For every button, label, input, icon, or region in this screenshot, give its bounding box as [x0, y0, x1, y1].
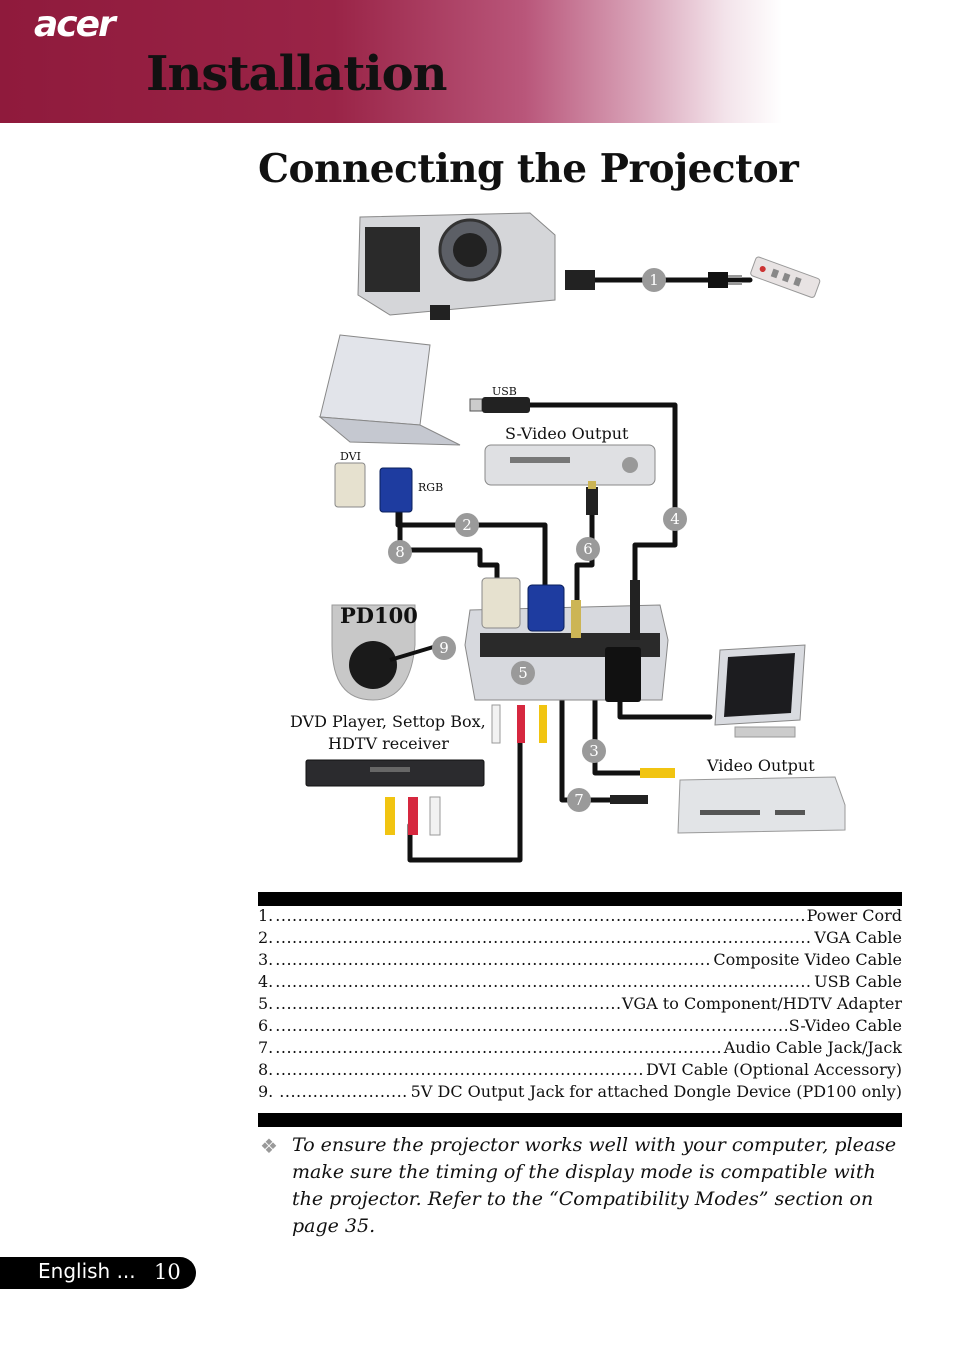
list-item: 9.5V DC Output Jack for attached Dongle …: [258, 1082, 902, 1104]
svideo-cable-line: [574, 502, 595, 603]
projector-image: [357, 212, 556, 320]
header-banner: acer Installation: [0, 0, 954, 123]
list-top-divider: [258, 892, 902, 906]
power-plug-image: [565, 270, 742, 290]
list-item: 1.Power Cord: [258, 906, 902, 928]
callout-6: 6: [583, 540, 593, 558]
callout-8: 8: [395, 543, 405, 561]
dvi-plug-image: [334, 462, 366, 508]
callout-3: 3: [589, 742, 599, 760]
callout-5: 5: [518, 664, 528, 682]
svideo-plug-image: [586, 481, 598, 515]
component-cable-line: [407, 732, 523, 863]
note-text: To ensure the projector works well with …: [292, 1134, 897, 1237]
callout-2: 2: [462, 516, 472, 534]
laptop-image: [318, 334, 461, 446]
page-title: Connecting the Projector: [258, 146, 799, 192]
list-item: 3.Composite Video Cable: [258, 950, 902, 972]
callout-4: 4: [670, 510, 680, 528]
monitor-image: [714, 644, 806, 738]
projector-rear-image: [464, 577, 669, 702]
callout-7: 7: [574, 791, 584, 809]
svideo-device-image: [484, 444, 656, 486]
audio-cable-line: [559, 652, 618, 803]
list-item: 8.DVI Cable (Optional Accessory): [258, 1060, 902, 1082]
svideo-output-label: S-Video Output: [505, 424, 629, 443]
list-item: 4.USB Cable: [258, 972, 902, 994]
usb-plug-image: [469, 397, 530, 413]
pd100-label: PD100: [340, 603, 418, 628]
rgb-plug-image: [379, 467, 413, 513]
list-item: 2.VGA Cable: [258, 928, 902, 950]
composite-plug-image: [640, 768, 675, 778]
power-strip-image: [750, 256, 821, 298]
page-footer: English ... 10: [0, 1257, 196, 1289]
dvi-cable-line: [397, 502, 500, 588]
diamond-bullet-icon: ❖: [260, 1134, 278, 1158]
video-device-image: [677, 776, 846, 834]
list-bottom-divider: [258, 1113, 902, 1127]
list-item: 6.S-Video Cable: [258, 1016, 902, 1038]
callout-1: 1: [649, 271, 659, 289]
cable-list: 1.Power Cord 2.VGA Cable 3.Composite Vid…: [258, 906, 902, 1104]
dvd-player-image: [305, 759, 485, 787]
page-number: 10: [154, 1260, 181, 1284]
dvd-rca-plugs-image: [385, 796, 441, 836]
dvd-label: DVD Player, Settop Box,: [290, 712, 486, 731]
hdtv-label: HDTV receiver: [328, 734, 449, 753]
list-item: 7.Audio Cable Jack/Jack: [258, 1038, 902, 1060]
connection-diagram: PD100 USB S-Video Output DVI RGB DVD Pla…: [290, 212, 846, 863]
dvi-label: DVI: [340, 450, 361, 463]
video-output-label: Video Output: [706, 756, 815, 775]
pd100-dongle-image: [331, 604, 441, 701]
footer-language: English ...: [38, 1259, 136, 1283]
usb-label: USB: [492, 385, 517, 398]
rgb-label: RGB: [418, 481, 443, 494]
list-item: 5.VGA to Component/HDTV Adapter: [258, 994, 902, 1016]
usb-cable-line: [527, 402, 678, 598]
callout-9: 9: [439, 639, 449, 657]
audio-plug-image: [610, 795, 648, 804]
component-rca-plugs-image: [491, 704, 547, 744]
section-title: Installation: [146, 46, 448, 102]
acer-logo: acer: [34, 4, 116, 45]
